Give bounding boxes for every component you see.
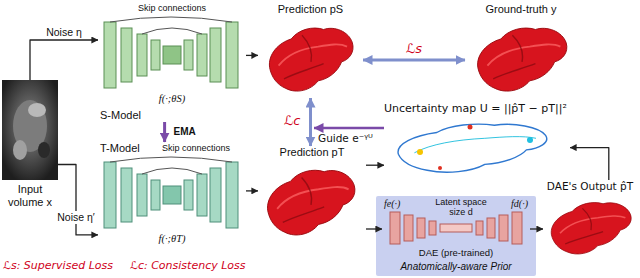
conv-block	[429, 221, 436, 235]
dae-output-render	[551, 203, 631, 254]
uncertainty-spot	[417, 149, 423, 155]
node-label: Ground-truth y	[465, 3, 577, 16]
latent-block	[440, 224, 472, 232]
conv-block	[184, 180, 193, 210]
dae-network: fe(·) Latent space size d fd(·) DAE (pre-tr…	[382, 198, 530, 260]
teacher-model: T-ModelSkip connections f(·;θT)	[98, 142, 246, 252]
model-name: S-Model	[100, 109, 160, 122]
conv-block	[104, 162, 116, 228]
edge-label: ℒs	[404, 41, 424, 57]
conv-block	[197, 174, 207, 216]
conv-block	[512, 212, 522, 244]
prediction-teacher: Prediction pT	[258, 146, 366, 242]
skip-arc	[110, 157, 232, 162]
conv-block	[404, 215, 413, 241]
conv-block	[499, 215, 508, 241]
connector	[30, 40, 98, 80]
conv-block	[104, 22, 116, 88]
conv-block	[137, 34, 147, 76]
conv-block	[476, 221, 483, 235]
encoder-label: fe(·)	[384, 198, 414, 210]
model-function: f(·;θT)	[137, 233, 207, 246]
ground-truth: Ground-truth y	[465, 3, 577, 98]
edge-label: Noise η′	[55, 211, 97, 224]
bottleneck-block	[163, 186, 181, 204]
edge-label: EMA	[171, 126, 197, 138]
conv-block	[137, 174, 147, 216]
node-label: Prediction pS	[258, 3, 363, 16]
uncertainty-map: Uncertainty map U = ||p̂T − pT||²	[384, 102, 570, 178]
connector	[366, 165, 384, 166]
uncertainty-spot	[468, 125, 473, 130]
prediction-student: Prediction pS	[258, 3, 363, 98]
consistency-guide-arrow	[314, 127, 384, 130]
uncertainty-contour	[398, 124, 547, 172]
mri-structure	[28, 103, 46, 117]
model-function: f(·;θS)	[137, 93, 207, 106]
bottleneck-block	[163, 46, 181, 64]
connector	[570, 148, 609, 180]
teacher-network	[104, 157, 238, 228]
connector	[58, 165, 98, 235]
mri-structure	[38, 142, 50, 158]
loss-key: ℒs: Supervised Loss	[3, 259, 113, 272]
loss-symbol: ℒc	[284, 113, 301, 129]
conv-block	[487, 218, 495, 238]
edge-label: Noise η	[44, 26, 84, 39]
dae-output: DAE's Output p̂T	[543, 180, 637, 262]
model-name: T-Model	[100, 142, 156, 155]
connector	[163, 122, 166, 142]
skip-label: Skip connections	[154, 143, 238, 154]
conv-block	[197, 34, 207, 76]
prediction-render	[268, 170, 355, 235]
ground-truth-render	[478, 28, 567, 91]
input-volume: Input volume x	[2, 80, 58, 210]
mri-structure	[13, 140, 27, 160]
guide-weight: Guide e⁻ᵞᵁ	[318, 132, 373, 145]
conv-block	[390, 212, 400, 244]
loss-key: ℒc: Consistency Loss	[130, 259, 246, 272]
conv-block	[151, 180, 160, 210]
uncertainty-spot	[527, 137, 533, 143]
prior-panel	[376, 196, 536, 276]
conv-block	[226, 22, 238, 88]
connector	[246, 190, 258, 191]
prediction-render	[269, 28, 353, 91]
connector	[363, 59, 465, 62]
connector	[309, 98, 312, 146]
node-label: Input volume x	[2, 183, 58, 209]
skip-label: Skip connections	[132, 3, 212, 14]
mri-slice	[2, 80, 58, 180]
conv-block	[184, 40, 193, 70]
skip-arc	[142, 28, 202, 34]
conv-block	[210, 168, 221, 222]
node-label: Anatomically-aware Prior	[376, 261, 536, 273]
conv-block	[210, 28, 221, 82]
student-model: S-Model Skip connections f(·;θS)	[98, 2, 246, 122]
decoder-label: fd(·)	[498, 198, 528, 210]
conv-block	[121, 168, 132, 222]
dae-name: DAE (pre-trained)	[411, 247, 501, 258]
conv-block	[151, 40, 160, 70]
skip-arc	[110, 17, 232, 22]
node-label: DAE's Output p̂T	[543, 180, 637, 193]
connector	[246, 55, 258, 56]
connector	[366, 228, 382, 229]
conv-block	[226, 162, 238, 228]
node-label: Prediction pT	[258, 146, 366, 159]
latent-label: Latent space size d	[429, 198, 493, 218]
prior-box: Anatomically-aware Prior fe(·) Latent spac…	[376, 196, 536, 276]
uncertainty-spot	[438, 166, 442, 170]
skip-arc	[142, 168, 202, 174]
connector	[530, 228, 543, 229]
conv-block	[121, 28, 132, 82]
conv-block	[417, 218, 425, 238]
node-label: Uncertainty map U = ||p̂T − pT||²	[384, 102, 570, 115]
student-network	[104, 17, 238, 88]
